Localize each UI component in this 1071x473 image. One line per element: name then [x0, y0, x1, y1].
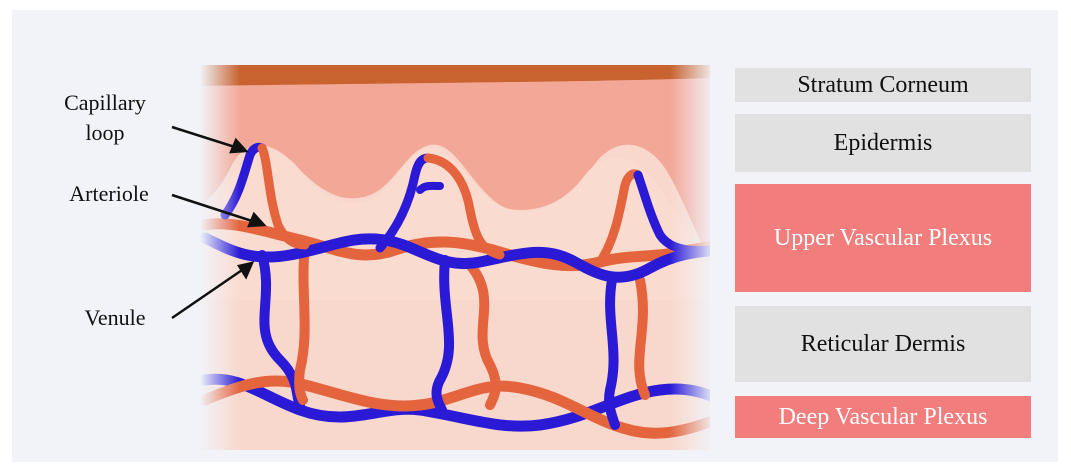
arteriole-vertical-3: [639, 280, 645, 395]
venule-vertical-3: [609, 280, 615, 425]
label-arteriole: Arteriole: [44, 179, 174, 209]
layer-reticular-dermis: Reticular Dermis: [735, 306, 1031, 382]
layer-stratum-corneum: Stratum Corneum: [735, 68, 1031, 102]
layer-deep-vascular-plexus: Deep Vascular Plexus: [735, 396, 1031, 438]
capillary-loop-2-venous-b: [420, 186, 440, 190]
layer-epidermis: Epidermis: [735, 114, 1031, 172]
layer-upper-vascular-plexus: Upper Vascular Plexus: [735, 184, 1031, 292]
arteriole-vertical-1: [299, 245, 305, 400]
label-venule: Venule: [60, 303, 170, 333]
